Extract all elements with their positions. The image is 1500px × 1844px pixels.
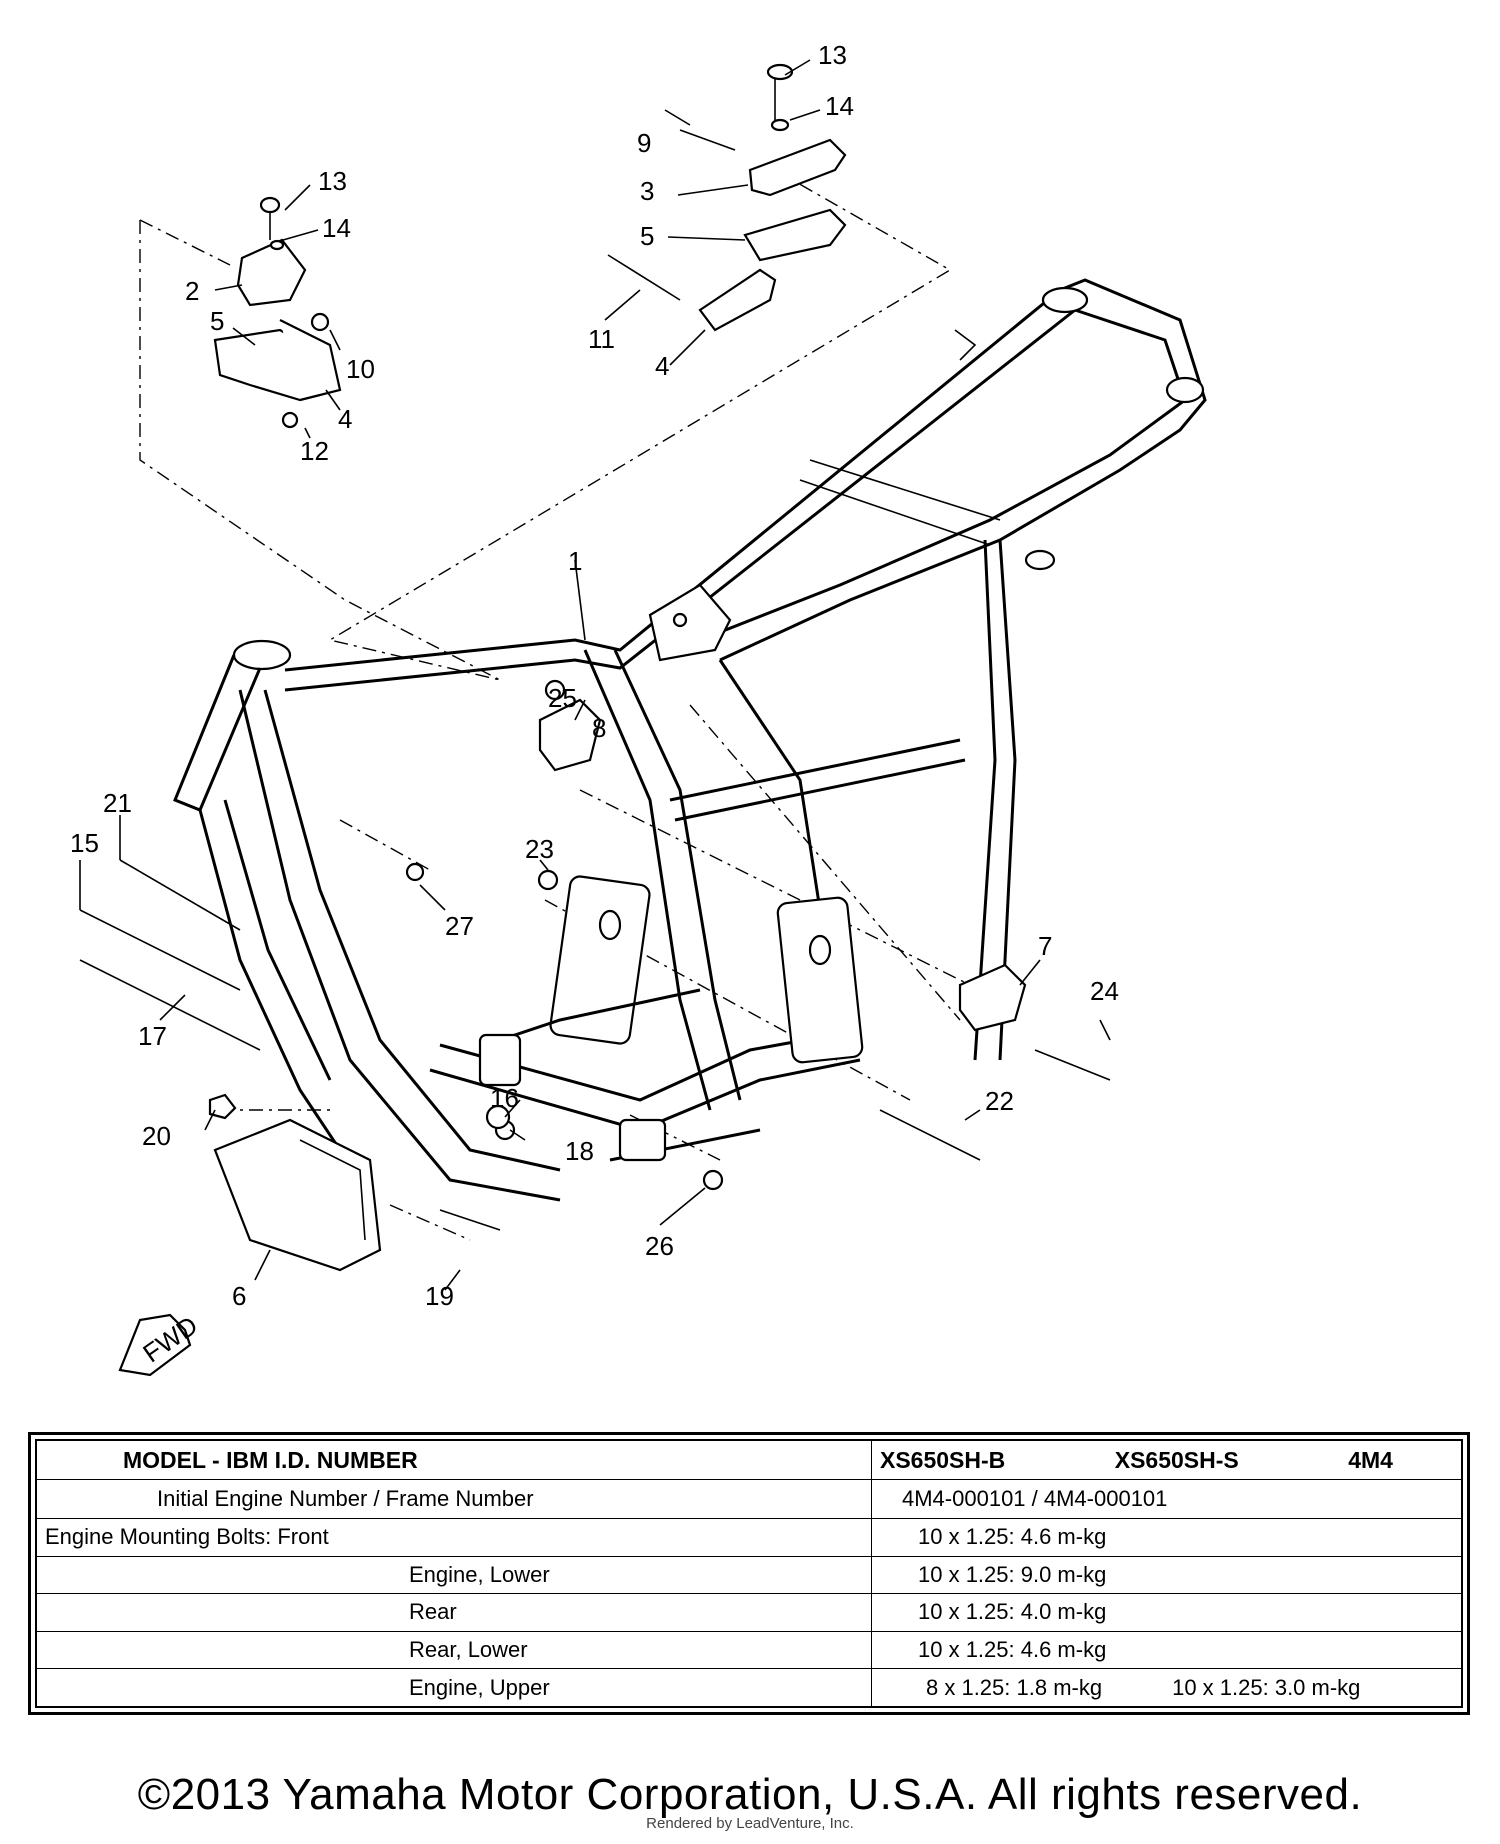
callout-21: 21 <box>103 788 132 818</box>
callout-14-left: 14 <box>322 213 351 243</box>
callout-5-right: 5 <box>640 221 654 251</box>
main-frame <box>173 278 1207 1202</box>
model-1: XS650SH-B <box>880 1446 1006 1473</box>
callout-26: 26 <box>645 1231 674 1261</box>
callout-23: 23 <box>525 834 554 864</box>
fwd-arrow: FWD <box>118 1310 203 1377</box>
initial-number-value: 4M4-000101 / 4M4-000101 <box>871 1479 1462 1519</box>
upper-bracket-left <box>213 196 342 429</box>
callout-13-left: 13 <box>318 166 347 196</box>
upper-value-2: 10 x 1.25: 3.0 m-kg <box>1172 1674 1361 1700</box>
callout-7: 7 <box>1038 931 1052 961</box>
rear-label: Rear <box>36 1593 872 1632</box>
callout-3: 3 <box>640 176 654 206</box>
callout-22: 22 <box>985 1086 1014 1116</box>
spec-table: MODEL - IBM I.D. NUMBER XS650SH-B XS650S… <box>28 1432 1470 1715</box>
callout-18: 18 <box>565 1136 594 1166</box>
callout-15: 15 <box>70 828 99 858</box>
frame-exploded-diagram: FWD 13 14 9 3 <box>70 40 1207 1377</box>
rendered-by-credit: Rendered by LeadVenture, Inc. <box>646 1815 854 1832</box>
callout-5-left: 5 <box>210 306 224 336</box>
callout-1: 1 <box>568 546 582 576</box>
callout-2: 2 <box>185 276 199 306</box>
model-2: XS650SH-S <box>1114 1446 1239 1473</box>
lower-label: Engine, Lower <box>36 1555 872 1595</box>
spec-row-upper: Engine, Upper 8 x 1.25: 1.8 m-kg 10 x 1.… <box>36 1668 1462 1707</box>
upper-label: Engine, Upper <box>36 1668 872 1707</box>
spec-row-rear-lower: Rear, Lower 10 x 1.25: 4.6 m-kg <box>36 1630 1462 1670</box>
callout-9: 9 <box>637 128 651 158</box>
front-label: Engine Mounting Bolts: Front <box>36 1518 872 1557</box>
model-code: 4M4 <box>1348 1446 1393 1473</box>
callout-25: 25 <box>548 683 577 713</box>
rear-value: 10 x 1.25: 4.0 m-kg <box>871 1593 1462 1632</box>
callout-10: 10 <box>346 354 375 384</box>
spec-row-initial: Initial Engine Number / Frame Number 4M4… <box>36 1479 1462 1519</box>
lower-value: 10 x 1.25: 9.0 m-kg <box>871 1555 1462 1595</box>
callout-20: 20 <box>142 1121 171 1151</box>
callout-27: 27 <box>445 911 474 941</box>
callout-12: 12 <box>300 436 329 466</box>
callout-11: 11 <box>588 324 615 354</box>
callout-17: 17 <box>138 1021 167 1051</box>
callout-13-right: 13 <box>818 40 847 70</box>
callout-16: 16 <box>490 1083 519 1113</box>
spec-row-front: Engine Mounting Bolts: Front 10 x 1.25: … <box>36 1518 1462 1557</box>
callout-24: 24 <box>1090 976 1119 1006</box>
model-id-label: MODEL - IBM I.D. NUMBER <box>36 1440 872 1480</box>
copyright-notice: ©2013 Yamaha Motor Corporation, U.S.A. A… <box>137 1770 1363 1819</box>
callout-6: 6 <box>232 1281 246 1311</box>
callout-4-left: 4 <box>338 404 352 434</box>
initial-number-label: Initial Engine Number / Frame Number <box>36 1479 872 1519</box>
spec-row-rear: Rear 10 x 1.25: 4.0 m-kg <box>36 1593 1462 1632</box>
callout-8: 8 <box>592 713 606 743</box>
spec-header-row: MODEL - IBM I.D. NUMBER XS650SH-B XS650S… <box>36 1440 1462 1480</box>
upper-value-1: 8 x 1.25: 1.8 m-kg <box>926 1674 1103 1700</box>
rear-lower-value: 10 x 1.25: 4.6 m-kg <box>871 1630 1462 1670</box>
callout-4-right: 4 <box>655 351 669 381</box>
spec-row-lower: Engine, Lower 10 x 1.25: 9.0 m-kg <box>36 1555 1462 1595</box>
front-value: 10 x 1.25: 4.6 m-kg <box>871 1518 1462 1557</box>
callout-labels: 13 14 9 3 5 11 4 13 14 2 5 10 4 12 1 25 … <box>70 40 1119 1311</box>
callout-14-right: 14 <box>825 91 854 121</box>
upper-bracket-right <box>607 63 847 332</box>
rear-lower-label: Rear, Lower <box>36 1630 872 1670</box>
engine-mount-parts <box>79 679 1111 1272</box>
leader-lines <box>79 59 1111 1291</box>
callout-19: 19 <box>425 1281 454 1311</box>
